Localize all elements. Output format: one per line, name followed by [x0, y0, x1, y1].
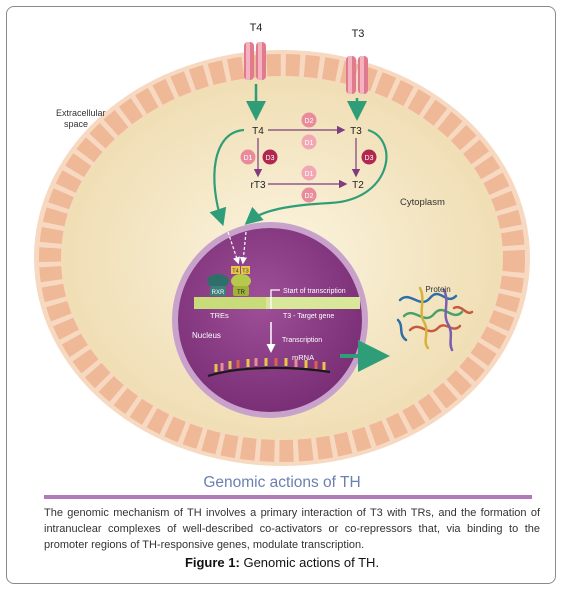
caption-divider — [44, 495, 532, 499]
svg-text:D2: D2 — [305, 118, 314, 125]
t4-t3-ligands: T4 T3 — [231, 266, 250, 275]
svg-text:T3: T3 — [242, 269, 248, 275]
t2-label: T2 — [352, 180, 364, 191]
transcription-label: Transcription — [282, 337, 322, 344]
svg-text:D3: D3 — [365, 155, 374, 162]
membrane-phospholipids — [39, 54, 525, 462]
svg-text:D2: D2 — [305, 193, 314, 200]
t3-label: T3 — [350, 126, 362, 137]
deiodinase-d1-left: D1 — [240, 149, 256, 165]
figure-title-banner: Genomic actions of TH — [203, 474, 361, 491]
t4-to-nucleus-arrow — [209, 128, 245, 227]
t4-nuclear-entry-dashed — [227, 231, 240, 265]
t4-label: T4 — [252, 126, 264, 137]
deiodinase-d1-bottom: D1 — [301, 165, 317, 181]
svg-text:D1: D1 — [305, 171, 314, 178]
svg-text:TR: TR — [237, 290, 246, 296]
caption-text: The genomic mechanism of TH involves a p… — [44, 507, 540, 551]
nucleus-label: Nucleus — [192, 331, 221, 340]
protein-structure — [396, 286, 474, 352]
figure-label: Figure 1: — [184, 555, 240, 570]
protein-label: Protein — [425, 285, 450, 294]
figure-frame — [6, 6, 556, 584]
mrna-strand — [207, 358, 331, 378]
svg-text:D3: D3 — [266, 155, 275, 162]
t3-nuclear-entry-dashed — [239, 231, 248, 265]
extracellular-label-line2: space — [64, 119, 88, 129]
start-transcription-marker — [270, 289, 280, 309]
svg-text:RXR: RXR — [212, 290, 225, 296]
tr-receptor: TR — [231, 274, 251, 296]
deiodinase-d3-right: D3 — [361, 149, 377, 165]
svg-text:D1: D1 — [305, 140, 314, 147]
extracellular-label-line1: Extracellular — [56, 108, 106, 118]
figure-caption-title: Genomic actions of TH. — [243, 555, 380, 570]
nucleus — [178, 228, 362, 412]
rxr-receptor: RXR — [207, 274, 229, 296]
target-gene-label: T3 - Target gene — [283, 313, 334, 320]
deiodinase-d2-top: D2 — [301, 112, 317, 128]
t3-extracellular-label: T3 — [352, 28, 365, 40]
cytoplasm-label: Cytoplasm — [400, 197, 445, 208]
t3-to-nucleus-arrow — [244, 128, 388, 225]
deiodinase-d2-bottom: D2 — [301, 187, 317, 203]
figure-caption: Figure 1: Genomic actions of TH. — [0, 555, 564, 570]
svg-text:T4: T4 — [232, 269, 238, 275]
start-transcription-label: Start of transcription — [283, 288, 346, 295]
mrna-label: mRNA — [292, 353, 314, 362]
t4-extracellular-label: T4 — [250, 22, 263, 34]
t3-transporter-channel — [346, 56, 368, 94]
deiodinase-d1-top: D1 — [301, 134, 317, 150]
target-gene-segment — [266, 297, 360, 309]
tres-label: TREs — [210, 311, 229, 320]
t4-transporter-channel — [244, 42, 266, 80]
rt3-label: rT3 — [251, 180, 266, 191]
svg-text:D1: D1 — [244, 155, 253, 162]
deiodinase-d3-left: D3 — [262, 149, 278, 165]
